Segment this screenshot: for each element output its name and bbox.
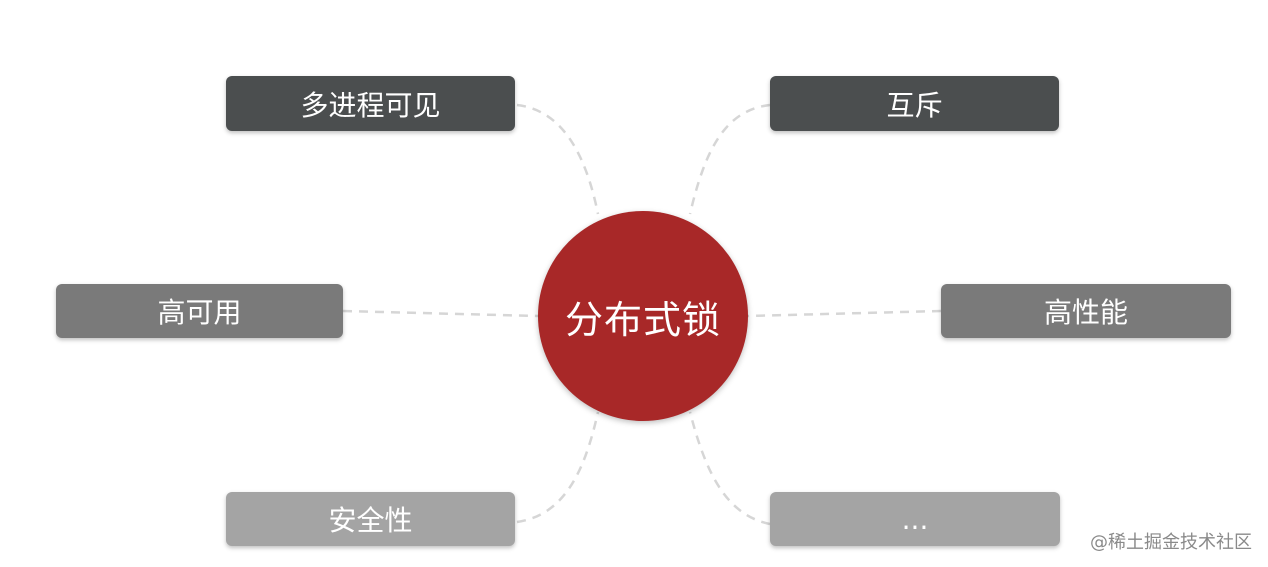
node-label: ... (901, 502, 929, 536)
node-label: 高可用 (157, 296, 242, 329)
node-high-performance: 高性能 (941, 284, 1231, 338)
connector-top-right (688, 103, 771, 215)
connector-top-left (516, 103, 600, 215)
center-node-distributed-lock: 分布式锁 (538, 211, 748, 421)
connector-middle-left (342, 309, 539, 318)
node-multi-process-visibility: 多进程可见 (226, 76, 515, 131)
node-label: 多进程可见 (300, 88, 441, 122)
connector-bottom-right (688, 411, 771, 526)
connector-bottom-left (516, 411, 600, 524)
node-safety: 安全性 (226, 492, 515, 546)
node-label: 安全性 (328, 504, 413, 537)
node-more: ... (770, 492, 1060, 546)
node-label: 高性能 (1043, 296, 1128, 329)
node-high-availability: 高可用 (56, 284, 343, 338)
center-node-label: 分布式锁 (564, 297, 721, 342)
node-label: 互斥 (886, 88, 943, 122)
watermark-text: @稀土掘金技术社区 (1090, 532, 1252, 553)
connector-middle-right (747, 309, 942, 318)
node-mutual-exclusion: 互斥 (770, 76, 1059, 131)
